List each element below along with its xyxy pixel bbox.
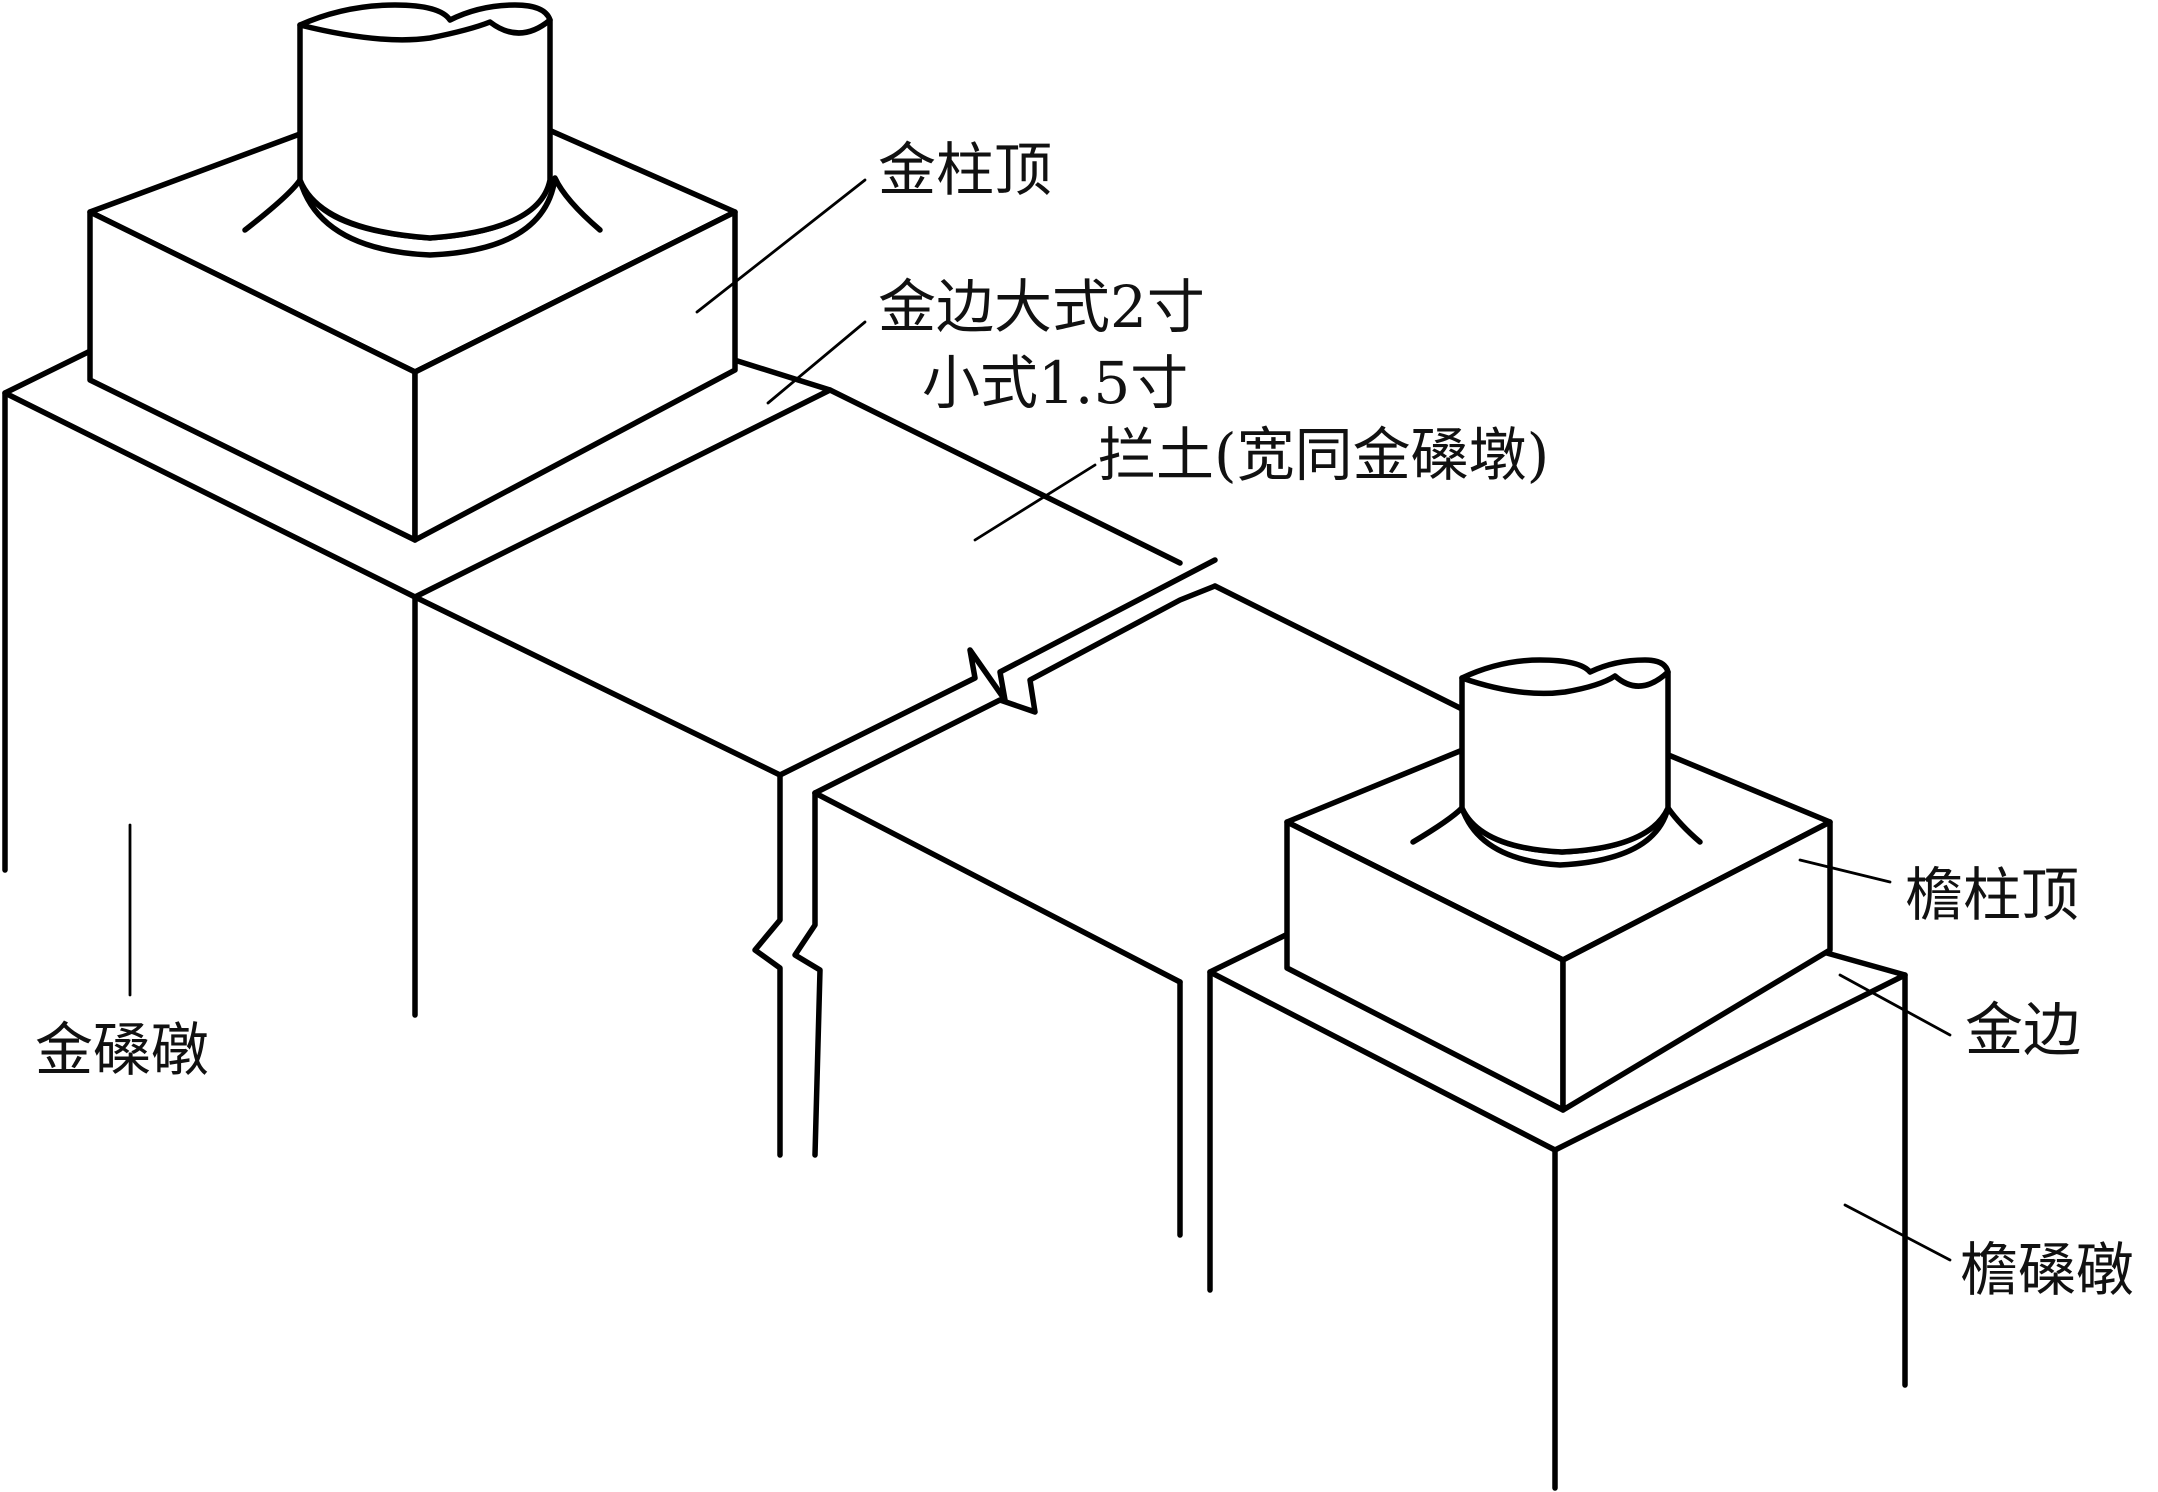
leader-yan-sang-dun (1843, 1203, 1952, 1262)
right-base-right-face (1560, 819, 1833, 1113)
left-column-base (87, 2, 738, 543)
leader-lan-tu (973, 463, 1097, 542)
right-column-top-curve (1459, 669, 1671, 697)
leader-jin-bian (1838, 973, 1952, 1037)
tie-wall-break-top-b (812, 583, 1218, 796)
leader-jin-bian-dashi (766, 320, 867, 405)
left-column-top-curve (297, 17, 553, 43)
label-jin-zhu-ding: 金柱顶 (878, 136, 1052, 204)
tie-wall-top-front (412, 594, 783, 778)
right-column-shaft (1459, 657, 1671, 855)
leader-jin-zhu-ding (695, 178, 867, 314)
label-yan-sang-dun: 檐磉礅 (1960, 1236, 2134, 1304)
label-jin-sang-dun: 金磉礅 (35, 1016, 209, 1084)
left-base-right-face (412, 209, 738, 543)
leader-yan-zhu-ding (1798, 858, 1892, 884)
labels: 金柱顶 金边大式2寸 小式1.5寸 拦土(宽同金磉墩) 金磉礅 檐柱顶 金边 檐… (35, 136, 2134, 1304)
right-column-base (1284, 657, 1833, 1113)
label-jin-bian-line1: 金边大式2寸 (878, 273, 1205, 341)
left-column-shaft (297, 2, 553, 241)
tie-wall-top-back-2 (1212, 583, 1463, 711)
tie-wall (412, 387, 1463, 1238)
tie-wall-top-back (827, 387, 1183, 566)
label-jin-bian-line2: 小式1.5寸 (922, 349, 1188, 417)
label-yan-zhu-ding: 檐柱顶 (1905, 861, 2079, 929)
tie-wall-break-top-a (777, 557, 1218, 778)
tie-wall-top-front-2 (812, 790, 1183, 985)
label-jin-bian: 金边 (1965, 996, 2081, 1064)
right-column-collar-outer (1410, 805, 1703, 868)
tie-wall-break-vertical-a (752, 772, 783, 1158)
left-column-collar-outer (242, 175, 603, 258)
label-lan-tu: 拦土(宽同金磉墩) (1098, 421, 1549, 489)
leader-lines (128, 178, 1952, 1262)
tie-wall-break-vertical-b (792, 790, 823, 1158)
